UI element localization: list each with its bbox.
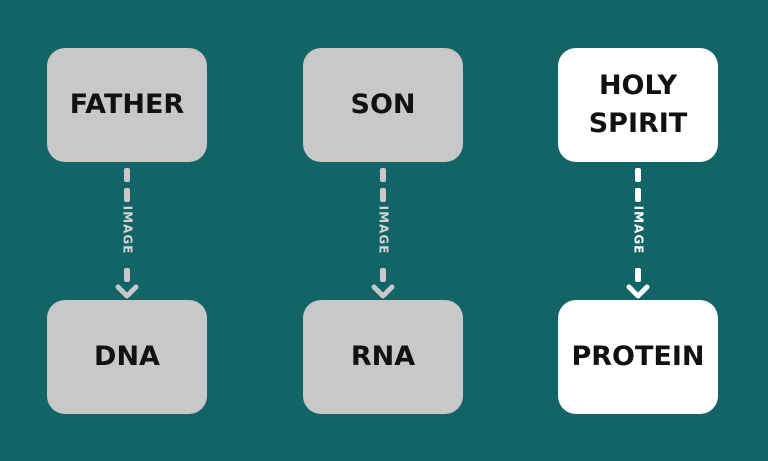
connector-father-dna: IMAGE <box>107 162 147 302</box>
connector-holy-spirit-protein: IMAGE <box>618 162 658 302</box>
connector-label-text: IMAGE <box>631 205 645 255</box>
connector-dash <box>380 268 386 282</box>
connector-label: IMAGE <box>363 198 403 262</box>
connector-son-rna: IMAGE <box>363 162 403 302</box>
connector-dash <box>380 168 386 182</box>
node-holy-spirit-line-1: HOLY <box>598 70 678 101</box>
connector-dash <box>124 168 130 182</box>
node-dna-label: DNA <box>94 341 160 372</box>
node-holy-spirit-line-2: SPIRIT <box>588 108 688 139</box>
node-father: FATHER <box>47 48 207 162</box>
node-father-label: FATHER <box>69 89 185 120</box>
arrowhead-icon <box>626 284 650 299</box>
connector-label-text: IMAGE <box>376 205 390 255</box>
node-son-label: SON <box>350 89 416 120</box>
connector-dash <box>635 188 641 202</box>
connector-label-text: IMAGE <box>120 205 134 255</box>
node-holy-spirit-label: HOLY SPIRIT <box>589 67 688 143</box>
connector-label: IMAGE <box>107 198 147 262</box>
connector-dash <box>635 168 641 182</box>
node-dna: DNA <box>47 300 207 414</box>
node-rna-label: RNA <box>350 341 416 372</box>
node-son: SON <box>303 48 463 162</box>
node-holy-spirit: HOLY SPIRIT <box>558 48 718 162</box>
connector-dash <box>124 268 130 282</box>
arrowhead-icon <box>371 284 395 299</box>
node-protein-label: PROTEIN <box>571 341 705 372</box>
connector-dash <box>380 188 386 202</box>
connector-dash <box>635 268 641 282</box>
node-rna: RNA <box>303 300 463 414</box>
connector-label: IMAGE <box>618 198 658 262</box>
connector-dash <box>124 188 130 202</box>
arrowhead-icon <box>115 284 139 299</box>
node-protein: PROTEIN <box>558 300 718 414</box>
